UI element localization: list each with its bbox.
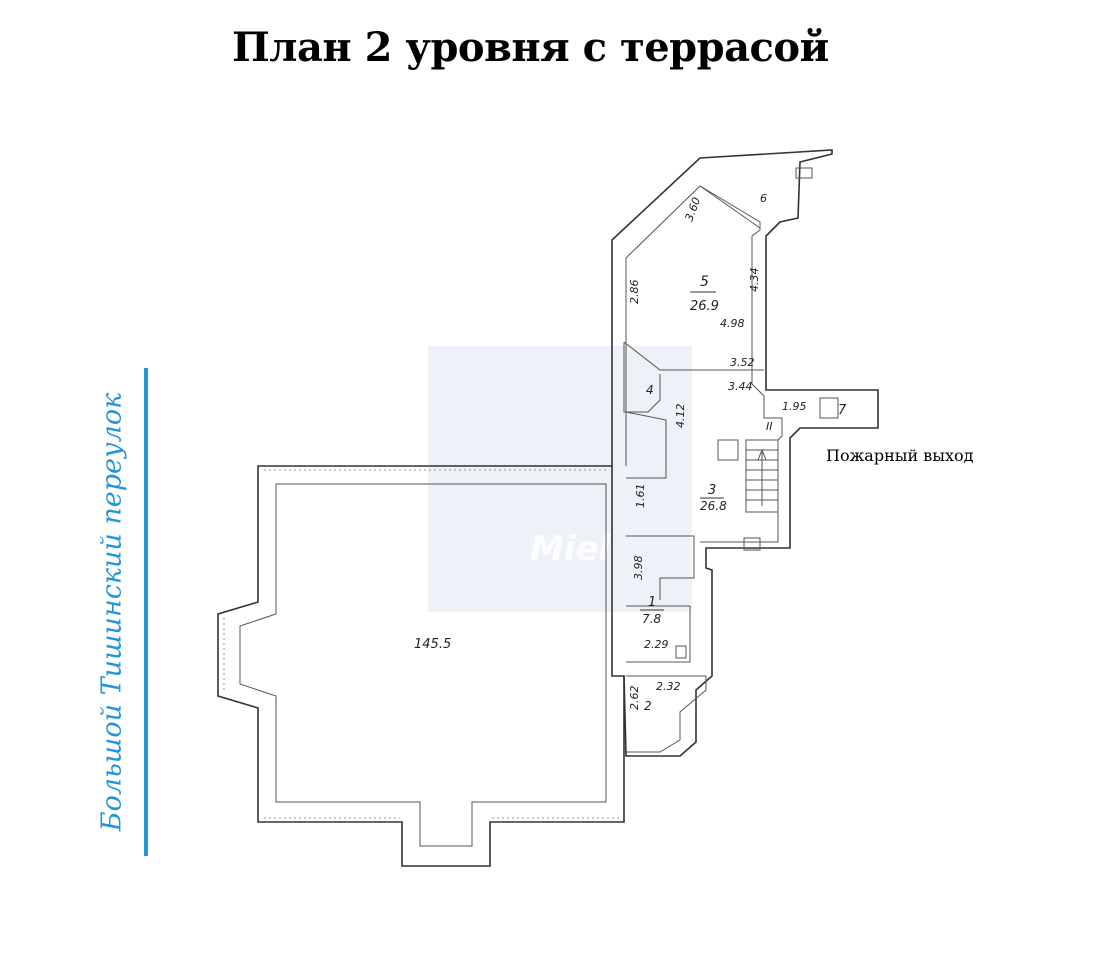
room3-area: 26.8 <box>700 499 727 513</box>
fixture-box-2 <box>675 645 687 659</box>
fixture-box-3 <box>795 167 813 179</box>
room2-walls <box>626 675 707 753</box>
room5-diagonal-wall <box>623 185 764 371</box>
room5-area: 26.9 <box>690 299 719 314</box>
fire-exit-label: Пожарный выход <box>826 446 974 465</box>
watermark-box <box>428 346 692 612</box>
terrace-parapet <box>223 469 620 819</box>
dim-3-44: 3.44 <box>728 380 753 393</box>
dim-2-62: 2.62 <box>628 686 641 711</box>
watermark-text: Miel <box>530 529 612 569</box>
dim-4-34: 4.34 <box>748 268 761 293</box>
dim-1-95: 1.95 <box>782 400 807 413</box>
room2-number: 2 <box>644 699 652 713</box>
room5-number: 5 <box>700 274 709 290</box>
dim-4-98: 4.98 <box>720 317 745 330</box>
room7-box <box>819 397 839 419</box>
room1-walls <box>626 535 695 663</box>
shaft-box <box>717 439 739 461</box>
room1-number: 1 <box>648 595 656 610</box>
room1-area: 7.8 <box>642 612 661 626</box>
right-block-inner-wall <box>625 185 783 543</box>
stair-outline <box>745 439 779 513</box>
street-line <box>144 368 148 856</box>
terrace-inner-wall <box>239 483 607 847</box>
room3-number: 3 <box>708 483 716 498</box>
dim-3-98: 3.98 <box>632 556 645 581</box>
dim-1-61: 1.61 <box>634 484 647 509</box>
stair-arrow-icon <box>757 448 767 506</box>
dim-2-32: 2.32 <box>656 680 681 693</box>
staircase <box>745 439 779 513</box>
room6-number: 6 <box>760 192 767 205</box>
terrace-outer-wall <box>217 465 625 867</box>
room4-walls <box>623 342 667 479</box>
dim-2-86: 2.86 <box>628 280 641 305</box>
dim-4-12: 4.12 <box>674 404 687 429</box>
fixture-box <box>743 537 761 551</box>
stair-mark: II <box>766 420 773 433</box>
terrace-area: 145.5 <box>414 637 451 652</box>
dim-3-52: 3.52 <box>730 356 755 369</box>
room4-number: 4 <box>646 383 654 397</box>
dim-2-29: 2.29 <box>644 638 669 651</box>
plan-title: План 2 уровня с террасой <box>232 24 829 71</box>
room7-number: 7 <box>838 403 847 418</box>
